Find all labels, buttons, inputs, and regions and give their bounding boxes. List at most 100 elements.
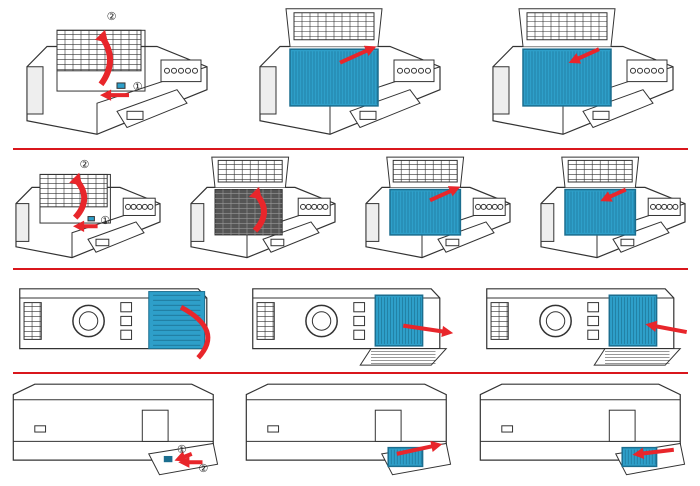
red-arrow-icon [396, 440, 443, 456]
arrow-head [599, 191, 613, 202]
filter-frame [375, 294, 424, 347]
vent-grill [56, 29, 142, 71]
side-panel [26, 65, 44, 114]
logo-badge [267, 425, 280, 433]
lens-inner [79, 311, 99, 331]
control-button [310, 203, 317, 210]
control-button [637, 67, 644, 74]
projector-illustration [246, 383, 452, 476]
cover-latch [163, 455, 173, 463]
red-arrow-icon [99, 88, 129, 101]
red-arrow-icon [178, 456, 203, 468]
control-button [587, 329, 599, 340]
side-panel [540, 203, 554, 242]
logo-badge [501, 425, 513, 433]
arrow-head [174, 451, 188, 462]
step-number: ① [132, 79, 143, 93]
filter-cover [39, 173, 111, 224]
projector-illustration [14, 172, 161, 259]
grill-frame [214, 189, 283, 236]
control-button [658, 67, 665, 74]
side-panel [492, 65, 510, 114]
arrow-head [248, 186, 262, 200]
divider-line [13, 268, 688, 270]
arrow-shaft [651, 323, 687, 335]
control-button [485, 203, 492, 210]
air-filter [388, 188, 461, 236]
open-cover [593, 348, 682, 366]
control-button [403, 67, 410, 74]
air-filter [289, 47, 379, 107]
filter-cover [148, 291, 206, 350]
side-panel [259, 65, 277, 114]
red-arrow-icon [568, 46, 601, 63]
illustration-table-remove [242, 275, 457, 367]
air-filter [608, 294, 658, 347]
arrow-head [447, 186, 460, 197]
control-button [299, 203, 306, 210]
control-button [649, 203, 656, 210]
projector-illustration [364, 156, 511, 259]
filter-bay [608, 409, 636, 442]
control-button [321, 203, 328, 210]
control-button [671, 203, 678, 210]
divider-line [13, 372, 688, 374]
control-button [170, 67, 177, 74]
control-button [130, 203, 137, 210]
control-button [191, 67, 198, 74]
lens-icon [620, 238, 634, 247]
red-arrow-icon [339, 45, 377, 65]
projector-illustration [12, 383, 219, 476]
arrow-shaft [396, 443, 437, 456]
filter-frame [608, 294, 658, 347]
illustration-ceiling-small-open-remove [358, 155, 518, 263]
projector-illustration [485, 288, 687, 366]
control-button [353, 315, 366, 327]
control-button [163, 67, 170, 74]
arrow-head [68, 172, 82, 186]
control-button [587, 302, 599, 313]
arrow-head [178, 456, 190, 468]
step-number: ② [198, 462, 209, 476]
projector-illustration [252, 288, 454, 366]
filter-frame [289, 47, 379, 107]
control-button [644, 67, 651, 74]
arrow-head [645, 320, 658, 332]
arrow-head [363, 45, 377, 56]
lens-inner [545, 311, 566, 331]
red-arrow-icon [632, 447, 674, 460]
control-button [474, 203, 481, 210]
curved-arrow-icon [179, 304, 211, 360]
control-button [135, 203, 142, 210]
control-button [353, 329, 366, 340]
arrow-head [72, 220, 84, 232]
air-filter [522, 47, 613, 107]
arrow-head [99, 88, 111, 101]
red-arrow-icon [645, 320, 687, 335]
control-button [655, 203, 662, 210]
curved-arrow-icon [248, 186, 267, 233]
control-button [417, 67, 424, 74]
air-filter [375, 294, 424, 347]
filter-bay [141, 409, 169, 442]
control-button [396, 67, 403, 74]
row-table [0, 272, 700, 370]
air-filter [563, 188, 636, 236]
illustration-flat-insert [476, 379, 691, 483]
control-button [305, 203, 312, 210]
illustration-ceiling-small-open-insert [533, 155, 693, 263]
control-button [587, 315, 599, 327]
grill-frame [257, 302, 276, 340]
lens-inner [312, 311, 332, 331]
vent-grill [490, 302, 509, 340]
illustration-table-insert [476, 275, 691, 367]
control-button [660, 203, 667, 210]
illustration-table-cover-open [9, 275, 224, 367]
vent-grill [392, 159, 458, 183]
grill-frame [490, 302, 509, 340]
arrow-shaft [428, 187, 455, 203]
red-arrow-icon [428, 186, 460, 203]
projector-illustration [492, 7, 674, 135]
projector-illustration [26, 29, 208, 135]
